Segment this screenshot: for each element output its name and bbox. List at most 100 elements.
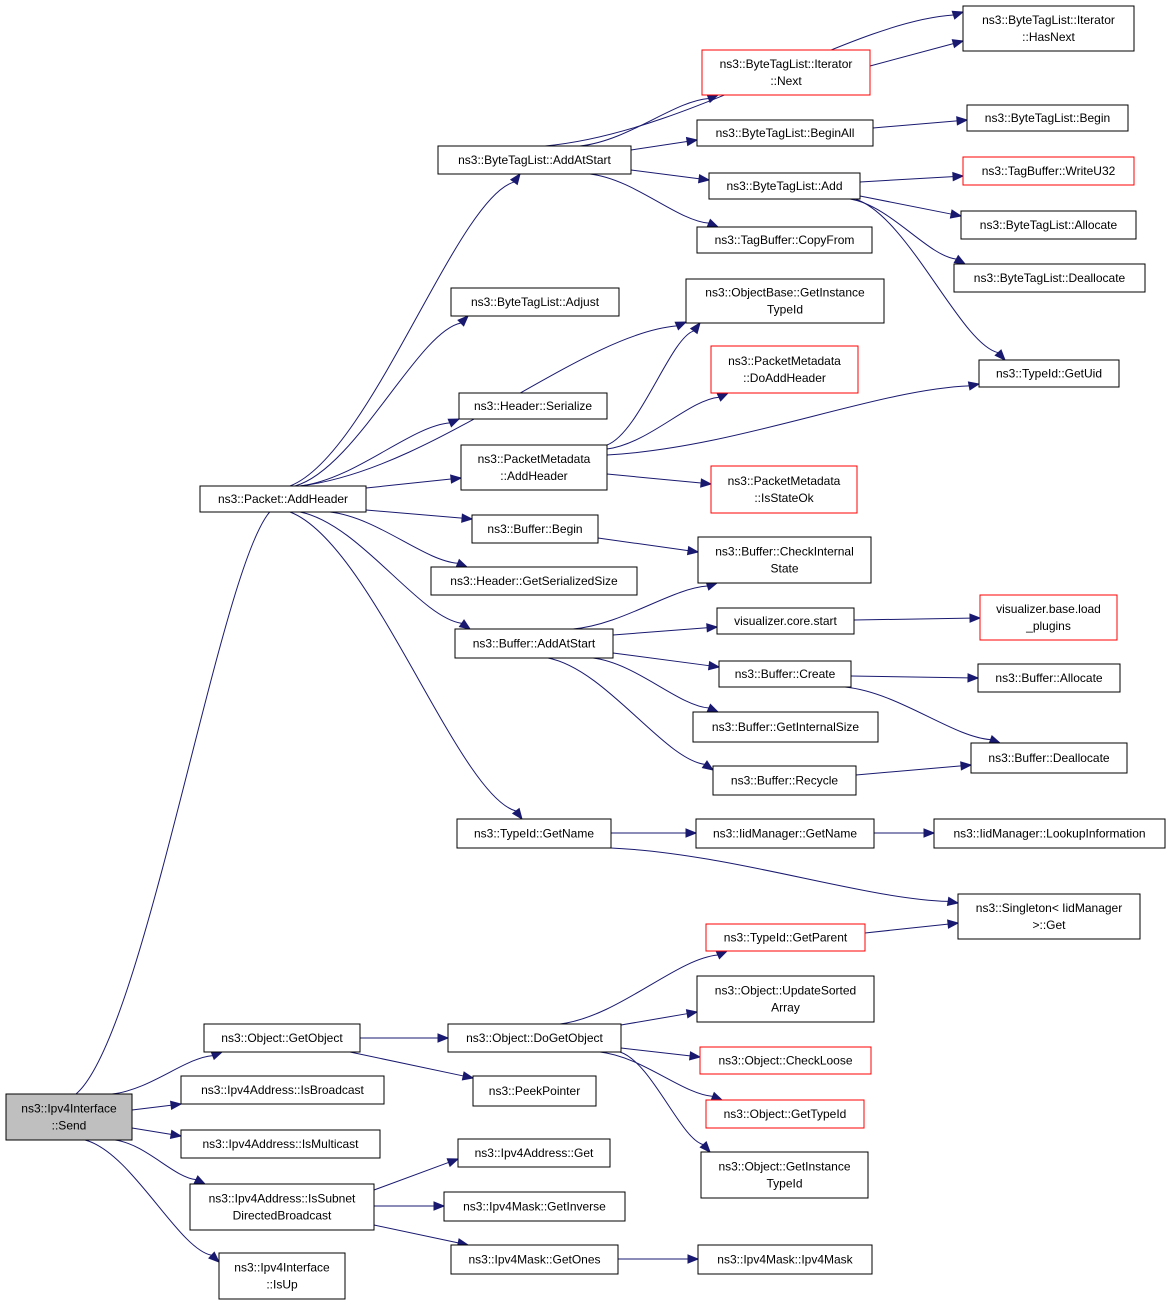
node-ns3-bytetaglist-begin[interactable]: ns3::ByteTagList::Begin [966, 104, 1129, 132]
node-box [199, 485, 367, 513]
edge-n17-n18 [606, 473, 713, 488]
edge-arrowhead [951, 10, 965, 20]
node-label: ns3::IidManager::GetName [713, 827, 857, 841]
edge-arrowhead [509, 172, 521, 186]
node-box [450, 287, 620, 317]
edge-arrowhead [707, 660, 721, 671]
node-ns3-ipv4mask-getinverse[interactable]: ns3::Ipv4Mask::GetInverse [443, 1191, 626, 1222]
node-ns3-buffer-deallocate[interactable]: ns3::Buffer::Deallocate [970, 742, 1128, 774]
node-ns3-object-dogetobject[interactable]: ns3::Object::DoGetObject [447, 1023, 622, 1053]
node-ns3-ipv4interface-send[interactable]: ns3::Ipv4Interface::Send [5, 1093, 133, 1141]
node-ns3-buffer-getinternalsize[interactable]: ns3::Buffer::GetInternalSize [692, 711, 879, 743]
edge-n36-n37 [360, 1033, 450, 1043]
node-label: TypeId [767, 303, 803, 317]
node-ns3-buffer-allocate[interactable]: ns3::Buffer::Allocate [977, 663, 1121, 693]
node-ns3-ipv4address-isbroadcast[interactable]: ns3::Ipv4Address::IsBroadcast [180, 1075, 385, 1105]
edge-n29-n28 [855, 761, 973, 776]
node-box [696, 119, 874, 147]
node-ns3-header-getserializedsize[interactable]: ns3::Header::GetSerializedSize [430, 566, 638, 596]
node-label: ns3::ByteTagList::Iterator [982, 13, 1115, 27]
edge-n34-n33 [864, 919, 960, 934]
edge-line [572, 585, 708, 630]
edge-line [84, 1139, 212, 1256]
edge-arrowhead [674, 321, 688, 331]
edge-n7-n9 [859, 195, 963, 219]
node-visualizer-core-start[interactable]: visualizer.core.start [716, 607, 855, 635]
node-label: ns3::Buffer::Recycle [731, 774, 838, 788]
edge-line [373, 1161, 449, 1191]
node-ns3-packetmetadata-isstateok[interactable]: ns3::PacketMetadata::IsStateOk [710, 465, 858, 514]
node-box [979, 594, 1118, 641]
node-label: ns3::Buffer::Allocate [995, 671, 1103, 685]
node-label: ns3::Object::UpdateSorted [715, 984, 856, 998]
node-ns3-packet-addheader[interactable]: ns3::Packet::AddHeader [199, 485, 367, 513]
edge-arrowhead [193, 1175, 207, 1185]
node-ns3-bytetaglist-iterator-next[interactable]: ns3::ByteTagList::Iterator::Next [701, 49, 871, 96]
node-ns3-tagbuffer-writeu32[interactable]: ns3::TagBuffer::WriteU32 [962, 156, 1135, 186]
node-box [960, 210, 1137, 240]
node-ns3-bytetaglist-beginall[interactable]: ns3::ByteTagList::BeginAll [696, 119, 874, 147]
node-ns3-typeid-getuid[interactable]: ns3::TypeId::GetUid [978, 359, 1120, 388]
node-ns3-iidmanager-lookupinformation[interactable]: ns3::IidManager::LookupInformation [933, 818, 1166, 849]
node-box [460, 444, 608, 491]
node-ns3-bytetaglist-add[interactable]: ns3::ByteTagList::Add [708, 172, 861, 200]
node-ns3-object-gettypeid[interactable]: ns3::Object::GetTypeId [705, 1099, 865, 1129]
edge-n1-n22 [299, 511, 472, 630]
node-box [437, 145, 632, 175]
edge-line [864, 923, 949, 934]
edge-n2-n5 [630, 136, 699, 151]
node-ns3-peekpointer[interactable]: ns3::PeekPointer [472, 1075, 597, 1107]
node-ns3-header-serialize[interactable]: ns3::Header::Serialize [458, 392, 608, 420]
node-ns3-typeid-getparent[interactable]: ns3::TypeId::GetParent [705, 923, 866, 952]
node-ns3-ipv4mask-getones[interactable]: ns3::Ipv4Mask::GetOnes [450, 1244, 619, 1275]
node-ns3-bytetaglist-deallocate[interactable]: ns3::ByteTagList::Deallocate [953, 263, 1146, 293]
node-ns3-object-checkloose[interactable]: ns3::Object::CheckLoose [699, 1046, 872, 1075]
edge-n45-n47 [373, 1224, 470, 1248]
node-ns3-packetmetadata-addheader[interactable]: ns3::PacketMetadata::AddHeader [460, 444, 608, 491]
node-ns3-tagbuffer-copyfrom[interactable]: ns3::TagBuffer::CopyFrom [696, 226, 873, 254]
node-label: ns3::PacketMetadata [728, 474, 841, 488]
node-ns3-object-getobject[interactable]: ns3::Object::GetObject [203, 1023, 361, 1053]
node-ns3-typeid-getname[interactable]: ns3::TypeId::GetName [456, 818, 612, 849]
node-ns3-ipv4mask-ipv4mask[interactable]: ns3::Ipv4Mask::Ipv4Mask [697, 1244, 873, 1275]
node-ns3-buffer-recycle[interactable]: ns3::Buffer::Recycle [712, 765, 857, 796]
node-ns3-bytetaglist-adjust[interactable]: ns3::ByteTagList::Adjust [450, 287, 620, 317]
edge-arrowhead [447, 418, 461, 428]
edge-n31-n32 [874, 828, 936, 838]
node-ns3-ipv4address-issubnetdirectedbroadcast[interactable]: ns3::Ipv4Address::IsSubnetDirectedBroadc… [189, 1183, 375, 1231]
node-label: DirectedBroadcast [233, 1209, 332, 1223]
node-box [712, 765, 857, 796]
node-ns3-buffer-create[interactable]: ns3::Buffer::Create [718, 660, 852, 688]
edge-line [853, 617, 971, 621]
node-ns3-packetmetadata-doaddheader[interactable]: ns3::PacketMetadata::DoAddHeader [710, 345, 859, 394]
edge-line [854, 198, 999, 354]
node-ns3-ipv4interface-isup[interactable]: ns3::Ipv4Interface::IsUp [218, 1252, 346, 1300]
node-box [456, 818, 612, 849]
node-ns3-singleton-iidmanager-get[interactable]: ns3::Singleton< IidManager>::Get [957, 893, 1141, 940]
node-ns3-buffer-addatstart[interactable]: ns3::Buffer::AddAtStart [454, 628, 614, 659]
node-ns3-bytetaglist-addatstart[interactable]: ns3::ByteTagList::AddAtStart [437, 145, 632, 175]
node-label: ns3::ByteTagList::Deallocate [974, 271, 1126, 285]
node-ns3-bytetaglist-iterator-hasnext[interactable]: ns3::ByteTagList::Iterator::HasNext [962, 5, 1135, 52]
node-ns3-ipv4address-ismulticast[interactable]: ns3::Ipv4Address::IsMulticast [180, 1129, 381, 1159]
edge-arrowhead [210, 1051, 224, 1061]
node-visualizer-base-load-plugins[interactable]: visualizer.base.load_plugins [979, 594, 1118, 641]
edge-n17-n13 [606, 321, 701, 446]
node-label: TypeId [766, 1177, 802, 1191]
edge-n22-n27 [592, 657, 720, 713]
node-label: ns3::Object::GetInstance [718, 1160, 850, 1174]
edge-arrowhead [951, 39, 965, 49]
node-label: ns3::Ipv4Address::IsBroadcast [201, 1083, 364, 1097]
edge-line [349, 1051, 464, 1077]
node-box [218, 1252, 346, 1300]
node-label: ns3::Ipv4Mask::GetInverse [463, 1200, 606, 1214]
edge-line [606, 385, 970, 456]
node-ns3-buffer-begin[interactable]: ns3::Buffer::Begin [471, 514, 599, 544]
node-ns3-ipv4address-get[interactable]: ns3::Ipv4Address::Get [457, 1138, 611, 1168]
node-ns3-iidmanager-getname[interactable]: ns3::IidManager::GetName [695, 818, 875, 849]
node-ns3-bytetaglist-allocate[interactable]: ns3::ByteTagList::Allocate [960, 210, 1137, 240]
